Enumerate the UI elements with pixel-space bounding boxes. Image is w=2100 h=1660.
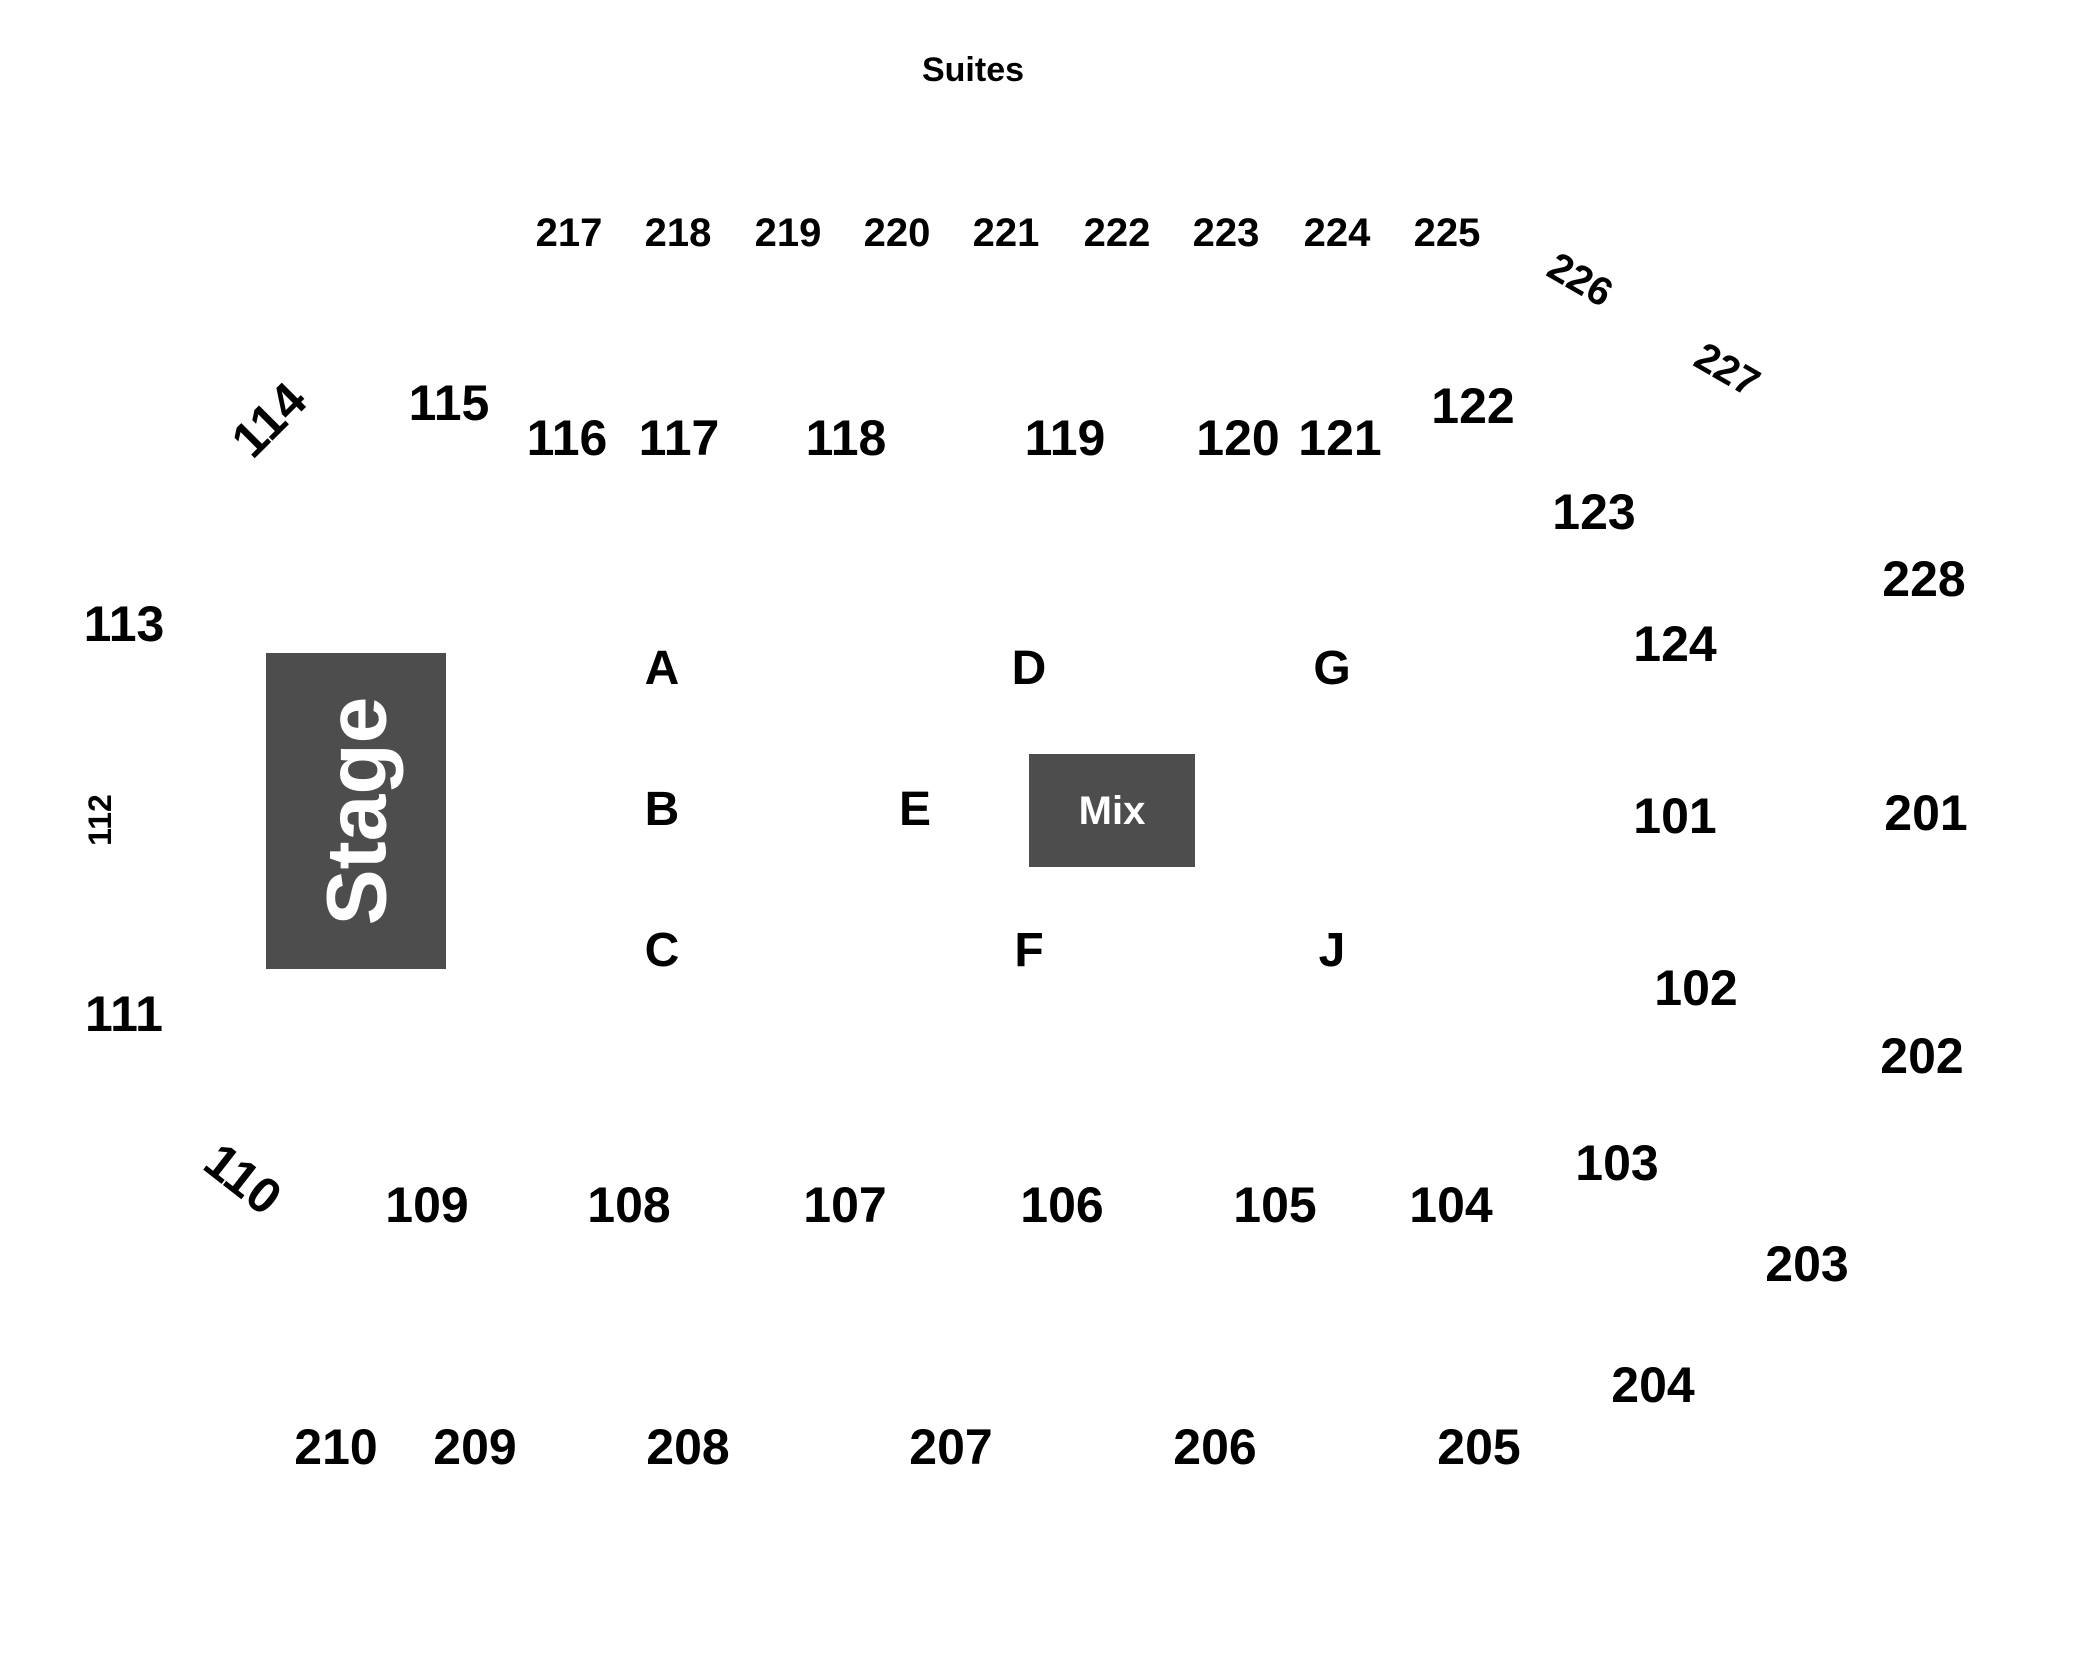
section-109[interactable]: 109 bbox=[385, 1177, 469, 1233]
section-119[interactable]: 119 bbox=[1024, 410, 1106, 466]
floor-section-g[interactable]: G bbox=[1313, 642, 1351, 695]
section-106[interactable]: 106 bbox=[1020, 1177, 1104, 1233]
stage-label: Stage bbox=[309, 696, 403, 926]
section-228[interactable]: 228 bbox=[1882, 551, 1966, 607]
section-116[interactable]: 116 bbox=[526, 410, 608, 466]
section-112[interactable]: 112 bbox=[82, 794, 118, 846]
mix-label: Mix bbox=[1078, 788, 1146, 833]
section-208[interactable]: 208 bbox=[646, 1419, 730, 1475]
suite-225[interactable]: 225 bbox=[1413, 211, 1481, 255]
suite-226[interactable]: 226 bbox=[1540, 244, 1620, 316]
suite-217[interactable]: 217 bbox=[535, 211, 603, 255]
section-105[interactable]: 105 bbox=[1233, 1177, 1317, 1233]
suite-223[interactable]: 223 bbox=[1192, 211, 1260, 255]
floor-section-d[interactable]: D bbox=[1011, 642, 1047, 695]
section-120[interactable]: 120 bbox=[1196, 410, 1280, 466]
section-121[interactable]: 121 bbox=[1298, 410, 1382, 466]
floor-section-a[interactable]: A bbox=[644, 642, 680, 695]
section-118[interactable]: 118 bbox=[805, 410, 887, 466]
section-205[interactable]: 205 bbox=[1437, 1419, 1521, 1475]
section-111[interactable]: 111 bbox=[85, 986, 163, 1042]
suite-221[interactable]: 221 bbox=[972, 211, 1040, 255]
section-122[interactable]: 122 bbox=[1431, 378, 1515, 434]
suite-227[interactable]: 227 bbox=[1687, 334, 1767, 406]
section-207[interactable]: 207 bbox=[909, 1419, 993, 1475]
stage-block: Stage bbox=[266, 653, 446, 969]
mix-position-block: Mix bbox=[1029, 754, 1195, 867]
section-210[interactable]: 210 bbox=[294, 1419, 378, 1475]
section-204[interactable]: 204 bbox=[1611, 1357, 1695, 1413]
section-110[interactable]: 110 bbox=[193, 1132, 293, 1226]
suite-224[interactable]: 224 bbox=[1303, 211, 1371, 255]
section-117[interactable]: 117 bbox=[638, 410, 720, 466]
section-201[interactable]: 201 bbox=[1884, 785, 1968, 841]
section-108[interactable]: 108 bbox=[587, 1177, 671, 1233]
suite-222[interactable]: 222 bbox=[1083, 211, 1151, 255]
section-107[interactable]: 107 bbox=[803, 1177, 887, 1233]
floor-section-f[interactable]: F bbox=[1014, 924, 1044, 977]
suite-220[interactable]: 220 bbox=[863, 211, 931, 255]
section-124[interactable]: 124 bbox=[1633, 616, 1717, 672]
section-206[interactable]: 206 bbox=[1173, 1419, 1257, 1475]
floor-section-c[interactable]: C bbox=[644, 924, 680, 977]
section-113[interactable]: 113 bbox=[83, 596, 165, 652]
section-203[interactable]: 203 bbox=[1765, 1236, 1849, 1292]
floor-section-e[interactable]: E bbox=[898, 783, 932, 836]
floor-section-j[interactable]: J bbox=[1318, 924, 1346, 977]
suite-218[interactable]: 218 bbox=[644, 211, 712, 255]
section-102[interactable]: 102 bbox=[1654, 960, 1738, 1016]
section-209[interactable]: 209 bbox=[433, 1419, 517, 1475]
section-123[interactable]: 123 bbox=[1552, 484, 1636, 540]
floor-section-b[interactable]: B bbox=[644, 783, 680, 836]
section-103[interactable]: 103 bbox=[1575, 1135, 1659, 1191]
section-101[interactable]: 101 bbox=[1633, 788, 1717, 844]
suites-title: Suites bbox=[921, 51, 1025, 89]
suite-219[interactable]: 219 bbox=[754, 211, 822, 255]
section-202[interactable]: 202 bbox=[1880, 1028, 1964, 1084]
section-104[interactable]: 104 bbox=[1409, 1177, 1493, 1233]
section-114[interactable]: 114 bbox=[220, 371, 318, 469]
section-115[interactable]: 115 bbox=[408, 375, 490, 431]
